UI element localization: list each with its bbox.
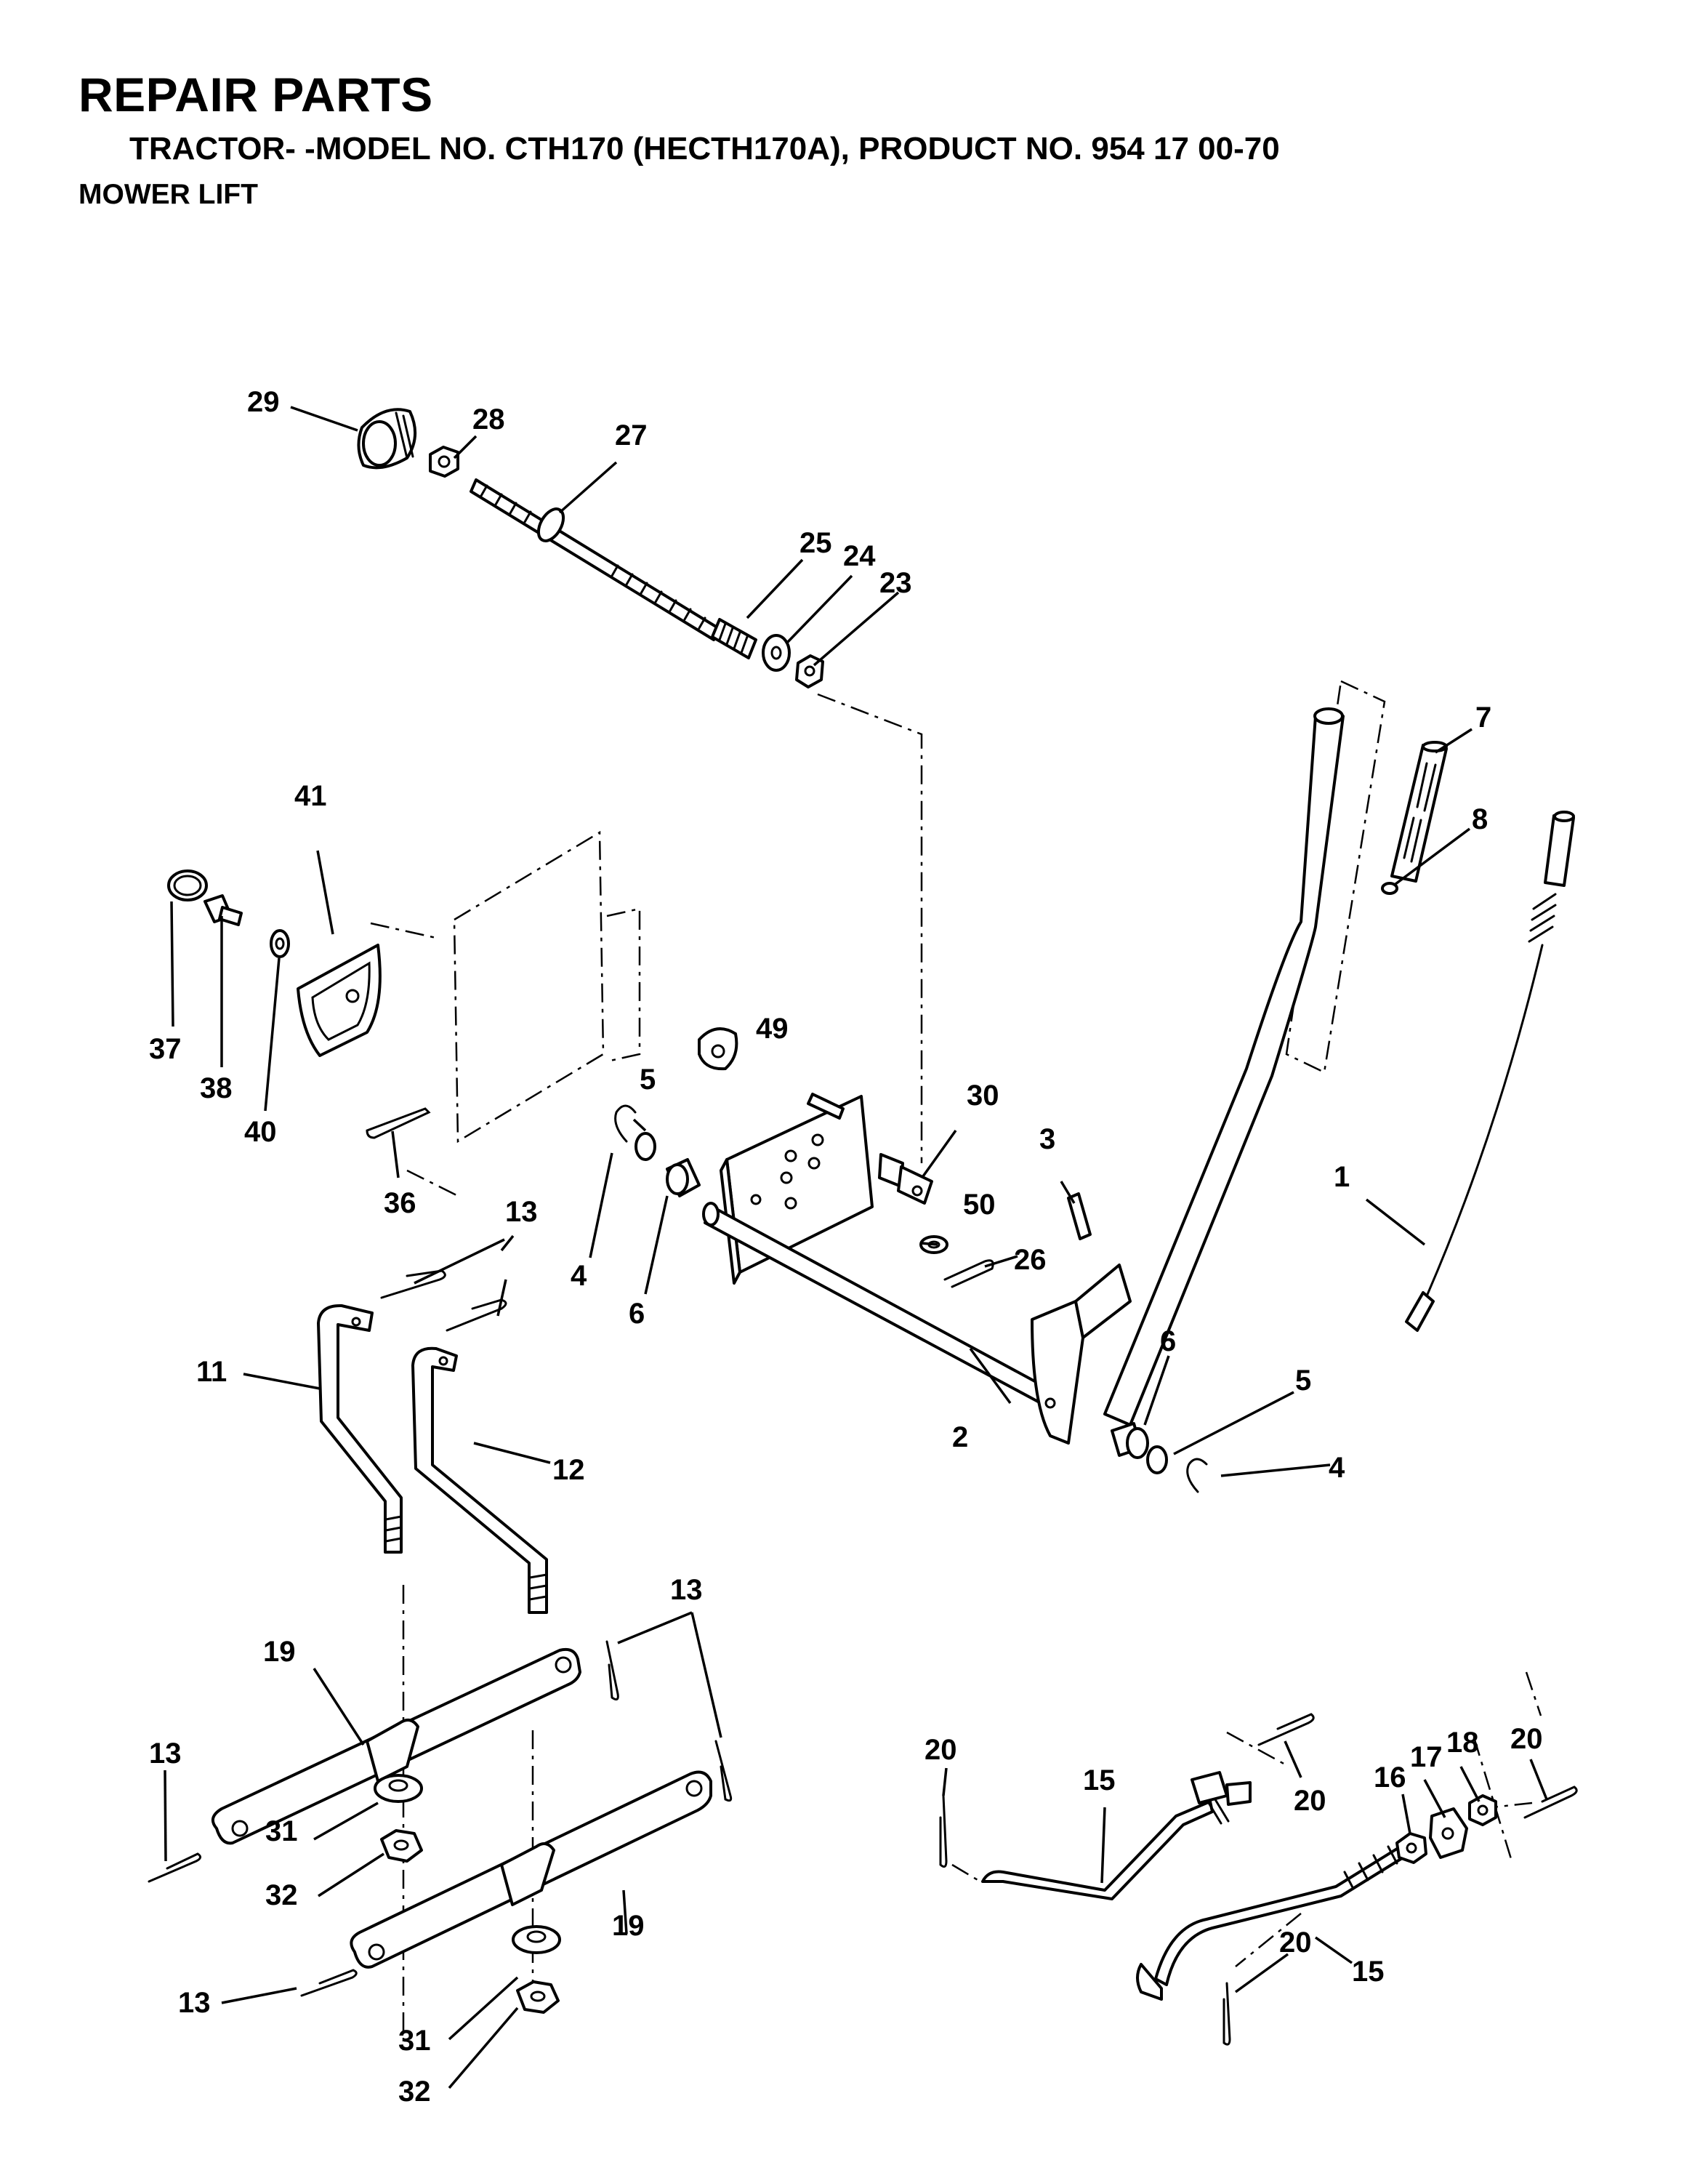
part-5-washer-right [1146,1445,1168,1474]
callout-6-a: 6 [629,1298,645,1330]
callout-16: 16 [1374,1762,1406,1794]
callout-38: 38 [200,1072,233,1104]
callout-41: 41 [294,780,327,812]
part-15-adjust-rod-upper [981,1796,1230,1900]
callout-31-a: 31 [265,1815,298,1847]
part-32-nut-upper [380,1829,423,1863]
callout-5-b: 5 [1295,1365,1311,1397]
callout-32-a: 32 [265,1879,298,1911]
part-4-retainer-right [1186,1458,1208,1493]
callout-13-b: 13 [670,1574,703,1606]
callout-1: 1 [1334,1161,1350,1193]
callout-15-a: 15 [1083,1764,1116,1796]
callout-30: 30 [967,1080,999,1112]
part-20-hairpin-clips [939,1713,1578,2046]
callout-32-b: 32 [398,2076,431,2108]
part-1-cable [1405,811,1575,1332]
part-7-handle-grip [1390,741,1448,883]
part-24-washer [762,634,791,672]
callout-20-c: 20 [1510,1723,1543,1755]
callout-49: 49 [756,1013,789,1045]
callout-19-a: 19 [263,1636,296,1668]
part-11-lift-link [317,1304,403,1554]
page-title: REPAIR PARTS [78,68,433,121]
callout-numbers: 29 28 27 25 24 23 7 8 1 3 30 50 26 49 41… [149,386,1543,2108]
callout-13-a: 13 [505,1196,538,1228]
callout-5-a: 5 [640,1064,656,1096]
part-3-pin [1067,1192,1092,1240]
part-29-knob [357,408,417,470]
callout-13-d: 13 [178,1987,211,2019]
callout-3: 3 [1039,1123,1055,1155]
part-38-bolt [204,894,243,926]
callout-7: 7 [1475,702,1491,734]
part-6-bushing-left [666,1158,701,1197]
callout-12: 12 [552,1454,585,1486]
callout-20-b: 20 [1294,1785,1326,1817]
part-5-washer-left [635,1132,656,1161]
part-27-threaded-rod [470,478,721,641]
callout-8: 8 [1472,803,1488,835]
callout-20-a: 20 [925,1734,957,1766]
callout-6-b: 6 [1160,1325,1176,1357]
callout-4-b: 4 [1329,1452,1345,1484]
callout-leaders [164,406,1548,2089]
callout-17: 17 [1410,1741,1443,1773]
callout-40: 40 [244,1116,277,1148]
part-36-spring-clip [366,1107,431,1139]
callout-29: 29 [247,386,280,418]
part-32-nut-lower [516,1980,560,2014]
part-41-deflector [297,944,382,1057]
part-8-ring [1381,882,1398,895]
part-16-nut [1395,1832,1427,1864]
lift-shaft-arm-bracket [1031,1264,1132,1445]
callout-31-b: 31 [398,2025,431,2057]
callout-37: 37 [149,1033,182,1065]
part-28-nut [429,446,459,478]
part-13-hairpin-lower [148,1640,733,1997]
callout-20-d: 20 [1279,1927,1312,1959]
callout-25: 25 [799,527,832,559]
lift-handle [1103,707,1345,1426]
part-25-spring [711,618,757,659]
part-31-spacer-upper [374,1774,423,1803]
part-13-hairpin-upper [380,1269,507,1332]
callout-26: 26 [1014,1244,1047,1276]
callout-18: 18 [1446,1727,1479,1759]
callout-2: 2 [952,1421,968,1453]
part-26-clip [943,1259,994,1288]
callout-23: 23 [879,567,912,599]
part-17-trunnion-block [1429,1807,1468,1859]
callout-28: 28 [472,403,505,435]
callout-36: 36 [384,1187,416,1219]
part-30-trunnion [878,1153,933,1205]
part-19-lift-strap-lower [350,1770,712,1969]
mounting-plate-outline [453,830,641,1144]
part-31-spacer-lower [512,1925,561,1954]
part-6-bushing-right [1111,1422,1149,1459]
section-title: MOWER LIFT [78,179,258,210]
callout-19-b: 19 [612,1910,645,1942]
adjuster-trunnion-upper [1191,1771,1252,1806]
callout-27: 27 [615,419,648,451]
part-2-lift-shaft [702,1202,1070,1415]
callout-15-b: 15 [1352,1956,1385,1988]
callout-11: 11 [196,1356,227,1388]
callout-13-c: 13 [149,1738,182,1770]
part-18-nut [1468,1794,1497,1826]
page-subtitle: TRACTOR- -MODEL NO. CTH170 (HECTH170A), … [129,131,1280,166]
part-40-washer [270,929,290,958]
part-37-cap [167,869,208,901]
callout-50: 50 [963,1189,996,1221]
callout-4-a: 4 [571,1260,587,1292]
part-4-retainer-left [614,1104,637,1143]
part-12-lift-link [411,1346,548,1614]
part-49-nut [698,1027,738,1071]
part-19-lift-strap-upper [211,1647,581,1845]
callout-24: 24 [843,540,876,572]
